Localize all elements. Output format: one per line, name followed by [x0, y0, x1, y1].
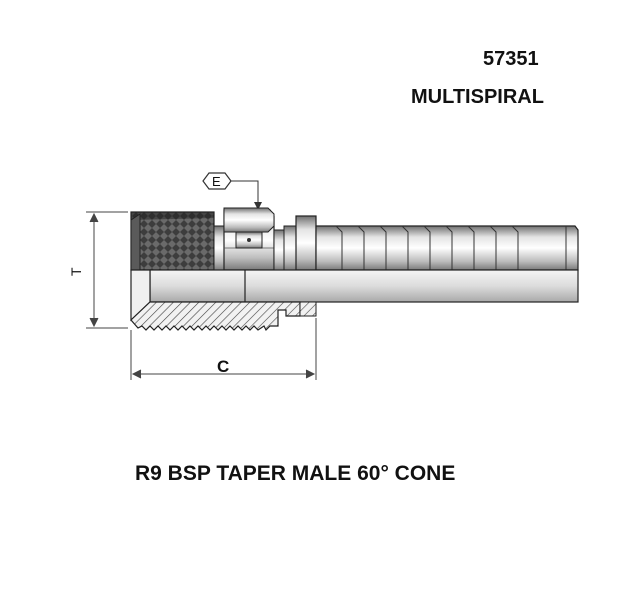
product-description: R9 BSP TAPER MALE 60° CONE	[135, 462, 456, 485]
fitting-exterior	[130, 209, 579, 271]
hex-flats	[223, 207, 275, 249]
dimension-c	[130, 318, 317, 380]
dimension-e	[202, 172, 262, 210]
fitting-section	[130, 269, 579, 332]
part-number: 57351	[483, 48, 539, 70]
dimension-c-label: C	[217, 357, 229, 376]
series-name: MULTISPIRAL	[411, 86, 544, 108]
dimension-t	[86, 211, 128, 329]
hex-e-label: E	[212, 174, 221, 189]
dimension-t-label: T	[68, 267, 84, 276]
